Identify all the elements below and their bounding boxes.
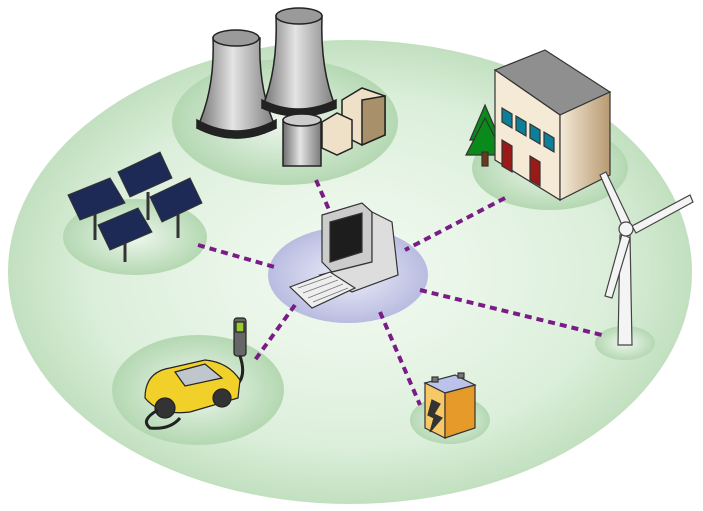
link-building (404, 196, 506, 252)
link-wind (419, 288, 603, 337)
network-links (197, 179, 603, 406)
link-solar (197, 243, 279, 270)
building-icon (465, 49, 612, 202)
link-battery (378, 311, 422, 406)
link-power-plant (314, 179, 332, 213)
solar-panel-icon (67, 151, 203, 262)
wind-turbine-icon (599, 171, 694, 346)
computer-icon (288, 202, 399, 309)
cooling-tower-icon (196, 7, 386, 167)
electric-car-icon (144, 317, 247, 430)
battery-icon (423, 372, 477, 439)
